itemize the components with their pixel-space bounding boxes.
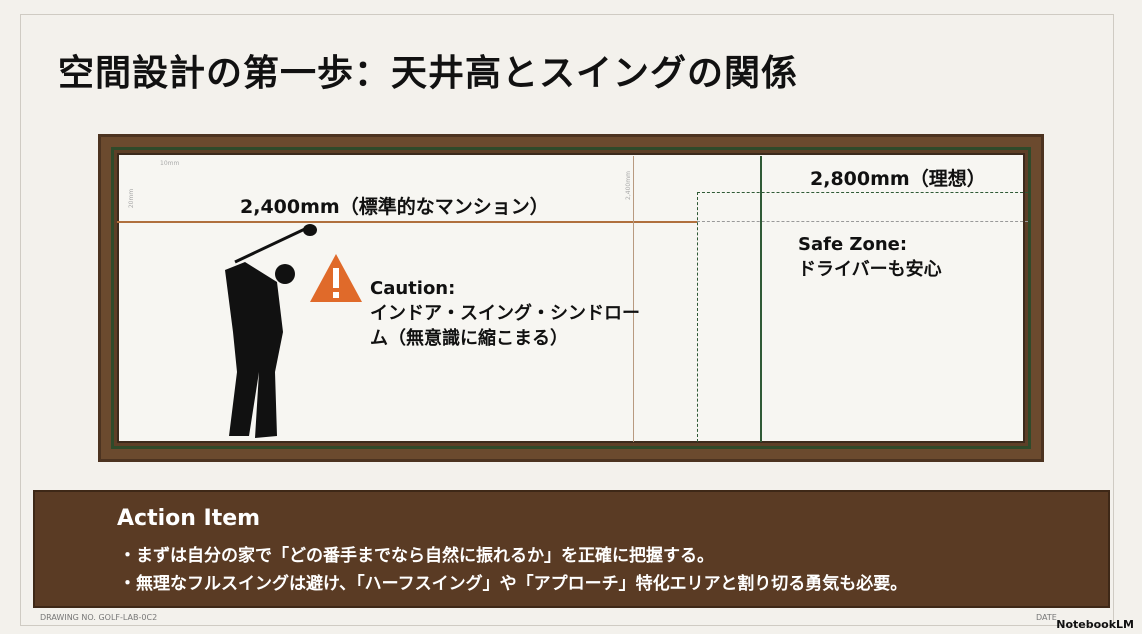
safe-zone-label: Safe Zone: ドライバーも安心 (798, 232, 942, 282)
ideal-height-label: 2,800mm（理想） (810, 168, 986, 190)
caution-text: インドア・スイング・シンドロー (370, 303, 640, 324)
drawing-number: DRAWING NO. GOLF-LAB-0C2 (40, 613, 158, 622)
golfer-silhouette-icon (225, 224, 317, 438)
safe-zone-text: ドライバーも安心 (798, 259, 942, 280)
action-list-item: ・まずは自分の家で「どの番手までなら自然に振れるか」を正確に把握する。 (119, 546, 714, 566)
action-item-panel: Action Item ・まずは自分の家で「どの番手までなら自然に振れるか」を正… (33, 490, 1110, 608)
page-title: 空間設計の第一歩：天井高とスイングの関係 (58, 53, 799, 94)
standard-height-label: 2,400mm（標準的なマンション） (240, 196, 549, 218)
dim-label: 20mm (128, 188, 136, 209)
dim-label: 10mm (160, 160, 180, 167)
ceiling-guide-line (697, 221, 1028, 222)
action-title: Action Item (117, 506, 261, 531)
caution-text: ム（無意識に縮こまる） (370, 328, 568, 349)
standard-ceiling-line (117, 221, 697, 223)
action-list-item: ・無理なフルスイングは避け、「ハーフスイング」や「アプローチ」特化エリアと割り切… (119, 574, 908, 594)
notebooklm-logo: NotebookLM (1056, 618, 1134, 631)
date-label: DATE (1036, 613, 1057, 622)
drawing-sheet (20, 14, 1114, 626)
caution-title: Caution: (370, 278, 456, 299)
warning-icon (310, 254, 362, 302)
dimension-line (633, 156, 634, 442)
safe-zone-title: Safe Zone: (798, 234, 908, 255)
safe-zone-area (697, 192, 1028, 442)
caution-label: Caution: インドア・スイング・シンドローム（無意識に縮こまる） (370, 276, 640, 351)
dim-label: 2,400mm (624, 171, 632, 200)
ideal-height-arrow (760, 156, 762, 442)
